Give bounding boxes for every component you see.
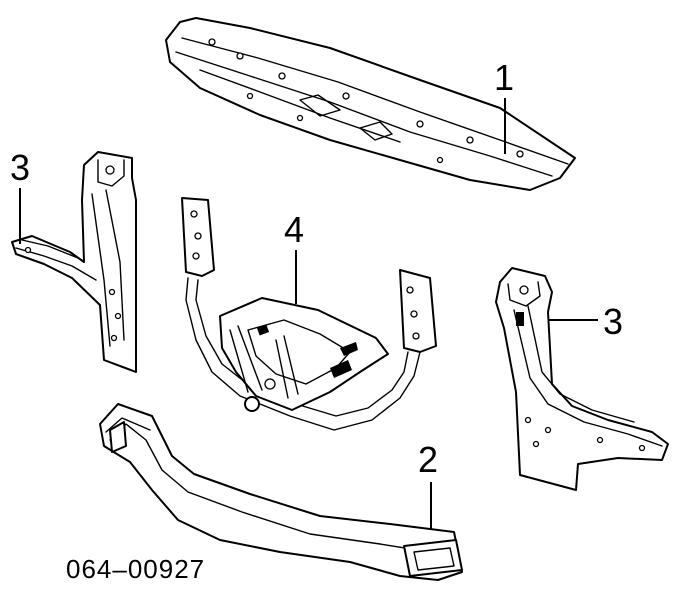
callout-4: 4 [284,209,305,250]
lower-crossmember [99,403,463,581]
upper-tie-bar [165,17,576,191]
reference-number: 064–00927 [66,554,206,584]
radiator-support [181,197,437,431]
left-side-support [11,151,137,373]
right-side-support [495,267,669,491]
callout-3-left: 3 [10,147,31,188]
callout-1: 1 [494,57,515,98]
leader-lines [19,98,598,530]
callout-3-right: 3 [603,301,624,342]
callout-2: 2 [418,439,439,480]
